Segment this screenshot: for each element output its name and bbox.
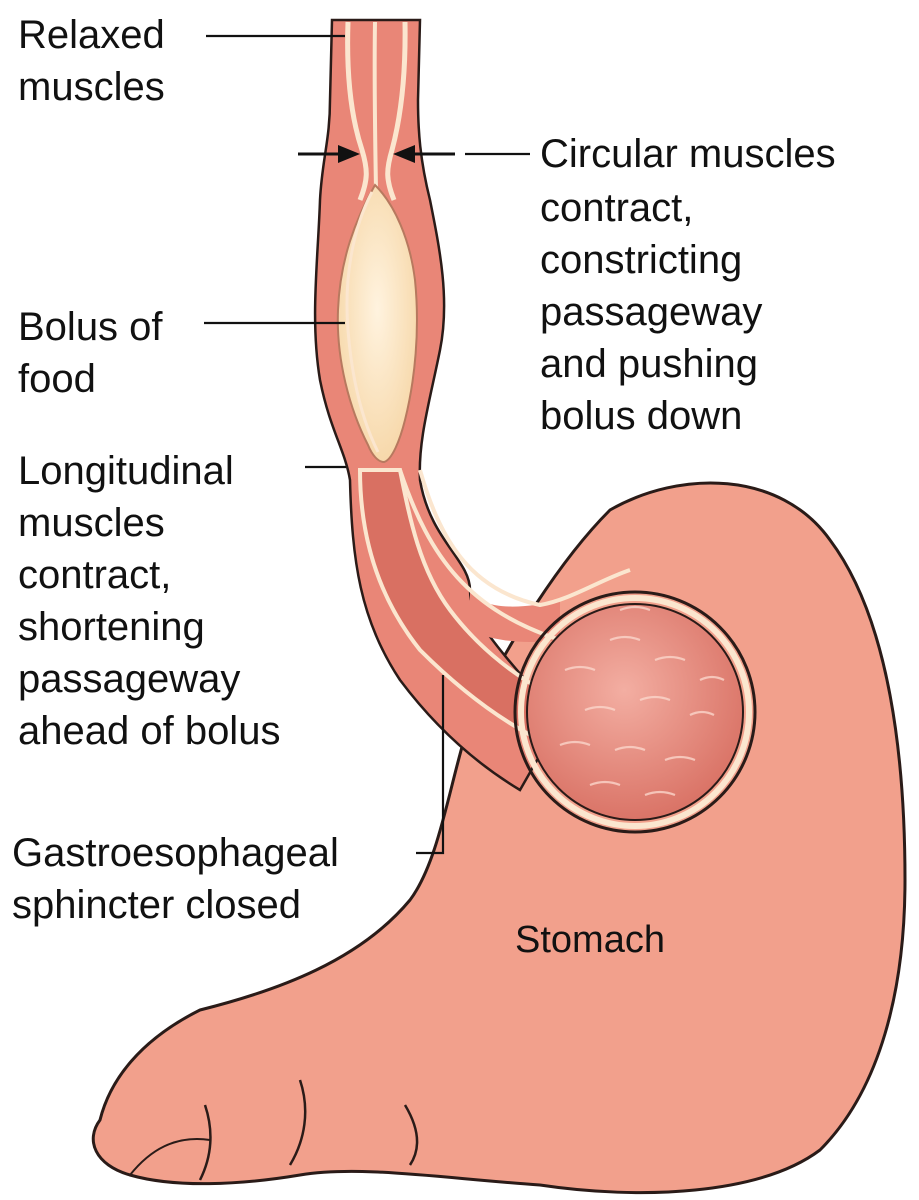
label-longitudinal-line: Longitudinal <box>18 449 234 493</box>
label-circular-muscles-line: bolus down <box>540 394 742 438</box>
label-sphincter-line: sphincter closed <box>12 883 301 927</box>
arrow-right-head <box>393 145 415 163</box>
label-circular-muscles-line: Circular muscles <box>540 132 836 176</box>
label-circular-muscles: Circular muscles contract, constricting … <box>540 132 847 438</box>
fundus-ring-outer <box>513 590 757 834</box>
fundus-ring-inner <box>526 603 744 821</box>
label-circular-muscles-line: contract, <box>540 186 693 230</box>
rugae-texture <box>559 605 725 797</box>
stomach-fold-3 <box>403 1104 419 1166</box>
leader-sphincter <box>416 675 445 855</box>
lumen-upper-wall <box>418 469 631 608</box>
esophagus <box>313 18 631 792</box>
stomach-fold-4 <box>129 1138 211 1176</box>
label-bolus-line: Bolus of <box>18 305 163 349</box>
label-longitudinal-line: muscles <box>18 501 165 545</box>
label-bolus-of-food: Bolus of food <box>18 305 174 401</box>
label-longitudinal-muscles: Longitudinal muscles contract, shortenin… <box>18 449 280 753</box>
label-relaxed-muscles: Relaxed muscles <box>18 13 176 109</box>
label-longitudinal-line: passageway <box>18 657 240 701</box>
lumen-top-wall <box>398 469 561 642</box>
label-longitudinal-line: shortening <box>18 605 205 649</box>
bolus-outline-inner <box>345 191 380 453</box>
esophagus-stomach-junction <box>470 590 560 642</box>
leader-lines <box>204 34 530 855</box>
label-circular-muscles-line: passageway <box>540 290 762 334</box>
label-sphincter-line: Gastroesophageal <box>12 831 339 875</box>
label-gastroesophageal-sphincter: Gastroesophageal sphincter closed <box>12 831 350 927</box>
constriction-arrows <box>298 145 455 163</box>
fundus-ball <box>513 590 757 834</box>
stomach-fold-2 <box>288 1079 307 1166</box>
membrane-line-left <box>345 21 369 201</box>
label-circular-muscles-line: constricting <box>540 238 742 282</box>
membrane-line-right <box>385 21 408 201</box>
label-stomach: Stomach <box>515 919 665 961</box>
membrane-line-center <box>372 21 378 191</box>
label-circular-muscles-line: and pushing <box>540 342 758 386</box>
label-relaxed-muscles-line: Relaxed <box>18 13 165 57</box>
stomach-fold-1 <box>198 1104 212 1181</box>
label-longitudinal-line: ahead of bolus <box>18 709 280 753</box>
label-bolus-line: food <box>18 357 96 401</box>
label-relaxed-muscles-line: muscles <box>18 65 165 109</box>
label-longitudinal-line: contract, <box>18 553 171 597</box>
labels: Relaxed muscles Circular muscles contrac… <box>12 13 847 961</box>
fundus-ring-membrane <box>518 595 752 829</box>
arrow-left-head <box>338 145 360 163</box>
